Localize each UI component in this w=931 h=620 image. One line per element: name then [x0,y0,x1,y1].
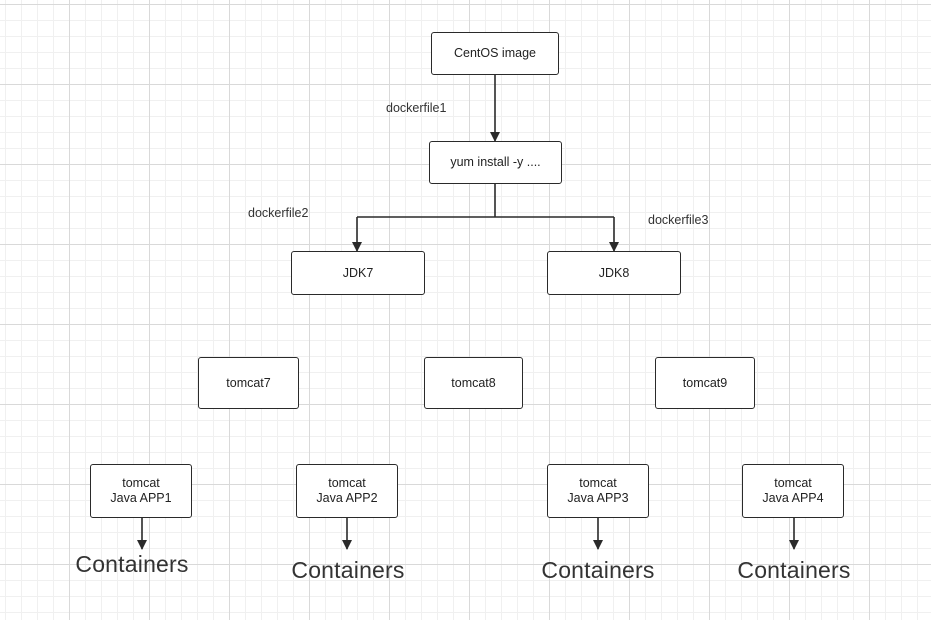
yum-install-node[interactable]: yum install -y .... [429,141,562,184]
java-app2-node[interactable]: tomcat Java APP2 [296,464,398,518]
tomcat7-node[interactable]: tomcat7 [198,357,299,409]
jdk7-label: JDK7 [342,265,374,280]
java-app4-line1: tomcat [774,476,812,490]
java-app4-line2: Java APP4 [762,491,824,505]
tomcat7-label: tomcat7 [226,375,271,390]
containers-label-3: Containers [541,557,655,583]
java-app3-node[interactable]: tomcat Java APP3 [547,464,649,518]
tomcat8-node[interactable]: tomcat8 [424,357,523,409]
jdk8-node[interactable]: JDK8 [547,251,681,295]
java-app4-node[interactable]: tomcat Java APP4 [742,464,844,518]
java-app2-line2: Java APP2 [316,491,378,505]
yum-install-label: yum install -y .... [450,155,541,169]
dockerfile3-label: dockerfile3 [648,213,709,227]
centos-image-label: CentOS image [454,46,536,60]
tomcat9-node[interactable]: tomcat9 [655,357,755,409]
dockerfile2-label: dockerfile2 [248,206,309,220]
java-app1-line1: tomcat [122,476,160,490]
java-app3-line1: tomcat [579,476,617,490]
dockerfile1-label: dockerfile1 [386,101,447,115]
java-app1-line2: Java APP1 [110,491,172,505]
java-app2-line1: tomcat [328,476,366,490]
tomcat8-label: tomcat8 [451,375,496,390]
jdk8-label: JDK8 [598,265,630,280]
java-app3-line2: Java APP3 [567,491,629,505]
containers-label-1: Containers [75,551,189,577]
centos-image-node[interactable]: CentOS image [431,32,559,75]
tomcat9-label: tomcat9 [682,375,728,390]
java-app1-node[interactable]: tomcat Java APP1 [90,464,192,518]
jdk7-node[interactable]: JDK7 [291,251,425,295]
containers-label-4: Containers [737,557,851,583]
containers-label-2: Containers [291,557,405,583]
